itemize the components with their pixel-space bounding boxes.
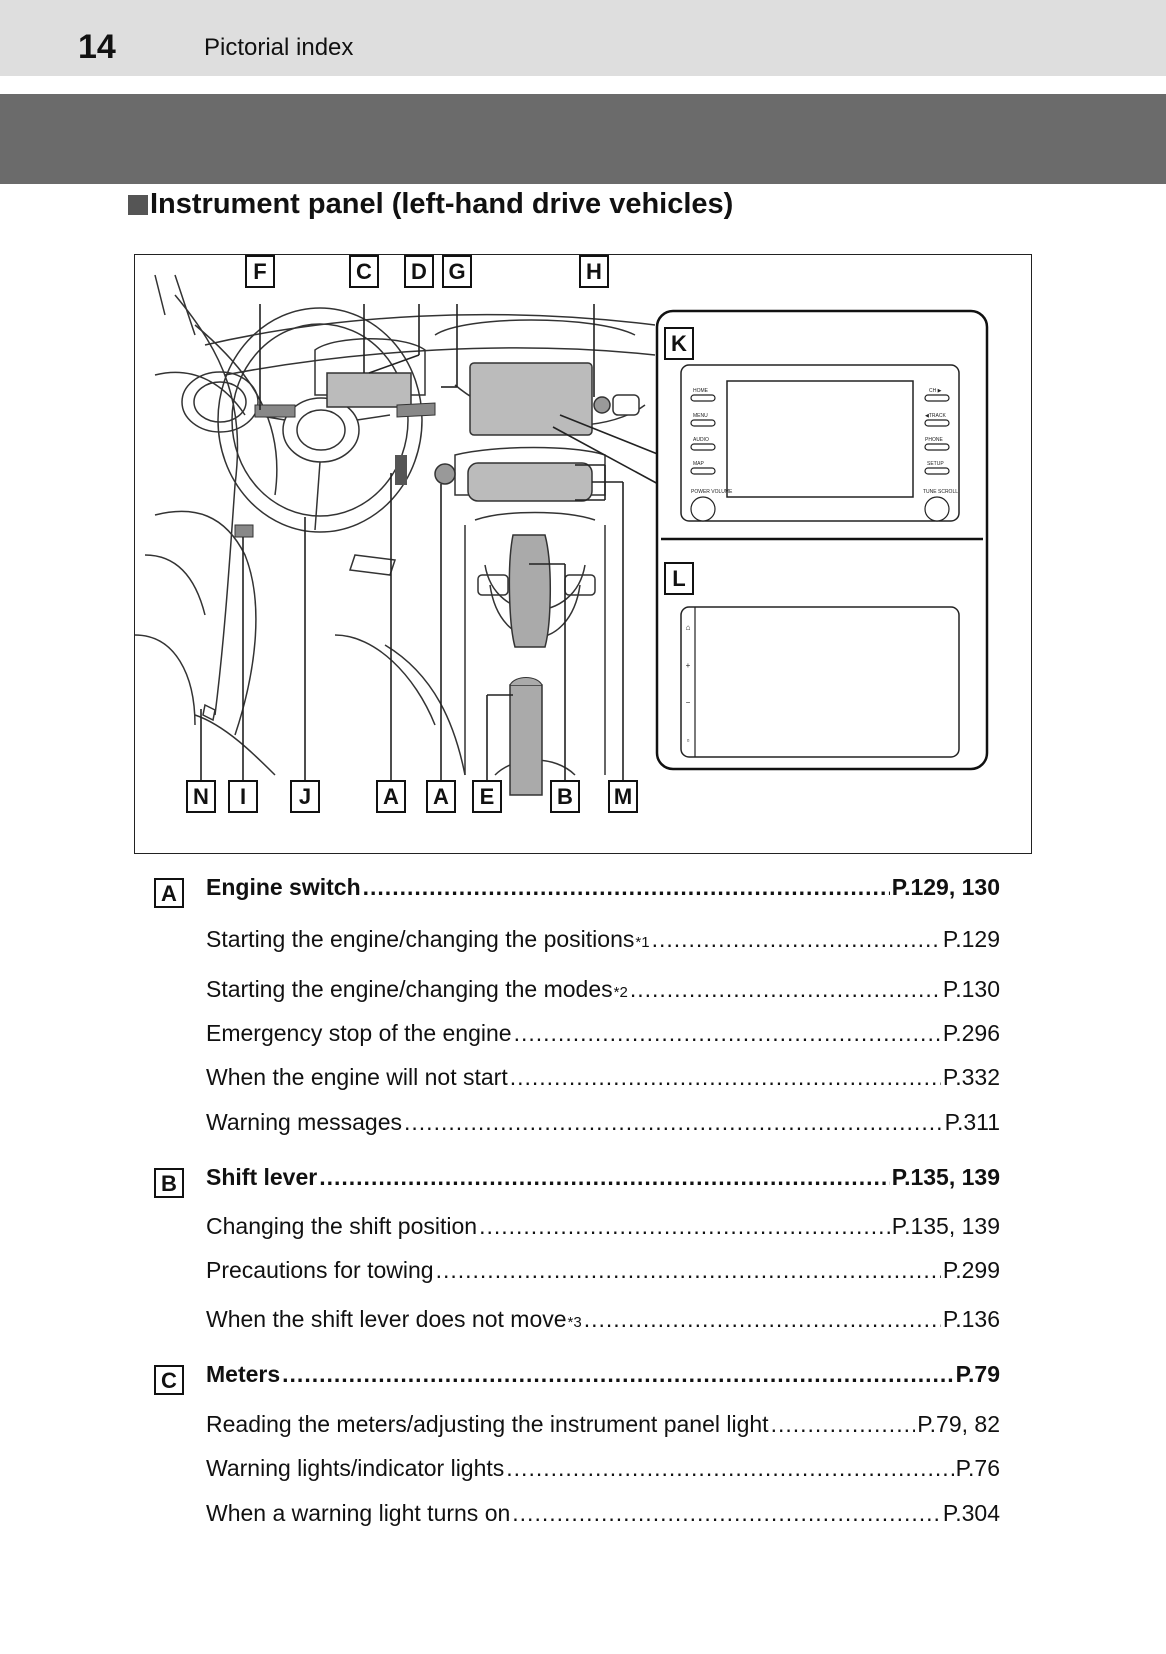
index-letter-b: B xyxy=(154,1168,184,1198)
index-letter-c: C xyxy=(154,1365,184,1395)
entry-page: P.135, 139 xyxy=(891,1164,1000,1190)
callout-d: D xyxy=(404,255,434,288)
section-title: Pictorial index xyxy=(204,34,354,61)
index-subentry[interactable]: When the engine will not startP.332 xyxy=(206,1064,1000,1091)
index-subentry[interactable]: When the shift lever does not move*3P.13… xyxy=(206,1306,1000,1333)
entry-title: Meters xyxy=(206,1361,281,1387)
k-btn-track: ◀TRACK xyxy=(925,413,946,419)
subsection-heading: Instrument panel (left-hand drive vehicl… xyxy=(128,188,733,221)
entry-title: Shift lever xyxy=(206,1164,318,1190)
callout-h: H xyxy=(579,255,609,288)
k-btn-menu: MENU xyxy=(693,413,708,419)
chapter-band xyxy=(0,94,1166,184)
entry-title: Engine switch xyxy=(206,874,361,900)
index-subentry[interactable]: Reading the meters/adjusting the instrum… xyxy=(206,1411,1000,1438)
engine-switch-button xyxy=(434,463,456,485)
k-btn-home: HOME xyxy=(693,388,709,394)
callout-a-engine: A xyxy=(376,780,406,813)
index-entry-meters[interactable]: Meters P.79 xyxy=(206,1361,1000,1388)
meter-cluster xyxy=(326,372,412,408)
l-plus-symbol: + xyxy=(686,661,691,670)
callout-e: E xyxy=(472,780,502,813)
page-number: 14 xyxy=(78,28,116,66)
climate-panel xyxy=(467,462,593,502)
k-btn-map: MAP xyxy=(693,461,705,467)
k-btn-power: POWER VOLUME xyxy=(691,489,733,495)
instrument-panel-illustration: HOME MENU AUDIO MAP POWER VOLUME CH ▶ ◀T… xyxy=(134,254,1032,854)
entry-page: P.79 xyxy=(955,1361,1000,1387)
callout-i: I xyxy=(228,780,258,813)
dashboard-drawing: HOME MENU AUDIO MAP POWER VOLUME CH ▶ ◀T… xyxy=(135,274,989,796)
callout-c: C xyxy=(349,255,379,288)
callout-k: K xyxy=(664,327,694,360)
index-subentry[interactable]: Warning lights/indicator lightsP.76 xyxy=(206,1455,1000,1482)
index-subentry[interactable]: Precautions for towingP.299 xyxy=(206,1257,1000,1284)
l-square-symbol: ▫ xyxy=(687,736,690,745)
index-subentry[interactable]: Emergency stop of the engineP.296 xyxy=(206,1020,1000,1047)
parking-brake xyxy=(509,684,543,796)
callout-n: N xyxy=(186,780,216,813)
callout-g: G xyxy=(442,255,472,288)
k-btn-ch: CH ▶ xyxy=(929,388,942,394)
index-entry-engine-switch[interactable]: Engine switch P.129, 130 xyxy=(206,874,1000,901)
callout-a-button: A xyxy=(426,780,456,813)
callout-l: L xyxy=(664,562,694,595)
display-unit-l xyxy=(680,606,960,758)
k-btn-tune: TUNE SCROLL xyxy=(923,489,958,495)
shift-lever xyxy=(508,534,552,648)
index-subentry[interactable]: Starting the engine/changing the positio… xyxy=(206,926,1000,953)
heading-square-icon xyxy=(128,194,148,215)
index-subentry[interactable]: Starting the engine/changing the modes*2… xyxy=(206,976,1000,1003)
callout-j: J xyxy=(290,780,320,813)
index-subentry[interactable]: Warning messagesP.311 xyxy=(206,1109,1000,1136)
center-display xyxy=(469,362,593,436)
callout-f: F xyxy=(245,255,275,288)
index-letter-a: A xyxy=(154,878,184,908)
page-header-band xyxy=(0,0,1166,76)
k-btn-audio: AUDIO xyxy=(693,437,709,443)
index-entry-shift-lever[interactable]: Shift lever P.135, 139 xyxy=(206,1164,1000,1191)
l-home-symbol: ⌂ xyxy=(686,623,691,632)
index-subentry[interactable]: Changing the shift positionP.135, 139 xyxy=(206,1213,1000,1240)
callout-b: B xyxy=(550,780,580,813)
entry-page: P.129, 130 xyxy=(891,874,1000,900)
k-btn-setup: SETUP xyxy=(927,461,944,467)
subsection-heading-text: Instrument panel (left-hand drive vehicl… xyxy=(150,188,734,220)
index-subentry[interactable]: When a warning light turns onP.304 xyxy=(206,1500,1000,1527)
k-btn-phone: PHONE xyxy=(925,437,943,443)
callout-m: M xyxy=(608,780,638,813)
l-minus-symbol: − xyxy=(686,698,691,707)
